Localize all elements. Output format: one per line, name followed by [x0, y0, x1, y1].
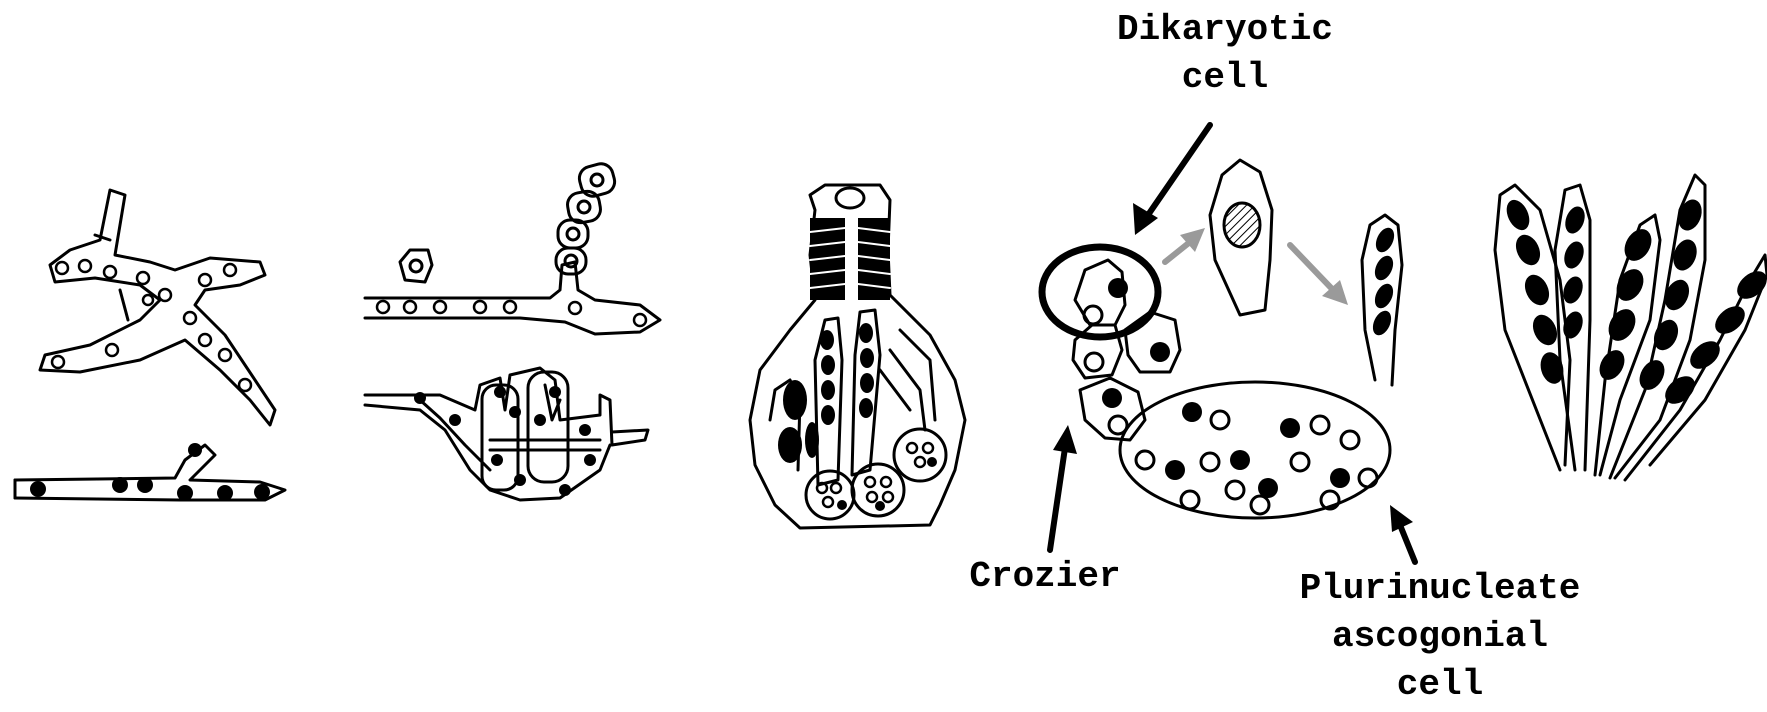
panel-conidiophore: [365, 161, 660, 500]
label-dikaryotic-line-2: cell: [1060, 54, 1390, 102]
label-plurinucleate-ascogonial-cell: Plurinucleate ascogonial cell: [1265, 565, 1615, 709]
panel-hyphae: [15, 190, 285, 501]
panel-perithecium: [750, 185, 965, 528]
label-dikaryotic-line-1: Dikaryotic: [1060, 6, 1390, 54]
ostiole-neck: [810, 218, 890, 300]
conidia-chain: [400, 161, 617, 282]
label-pluri-line-2: ascogonial: [1265, 613, 1615, 661]
panel-asci-cluster: [1495, 175, 1767, 480]
hypha-nuclei: [377, 301, 646, 326]
label-crozier: Crozier: [940, 553, 1150, 601]
label-pluri-line-1: Plurinucleate: [1265, 565, 1615, 613]
panel-crozier: [1042, 125, 1415, 562]
hyphae-dark-nuclei: [30, 443, 270, 501]
cluster-ascospores: [1502, 196, 1767, 409]
label-dikaryotic-cell: Dikaryotic cell: [1060, 6, 1390, 102]
black-arrows: [1050, 125, 1415, 562]
label-pluri-line-3: cell: [1265, 661, 1615, 709]
perithecium-ascospores: [778, 323, 874, 463]
